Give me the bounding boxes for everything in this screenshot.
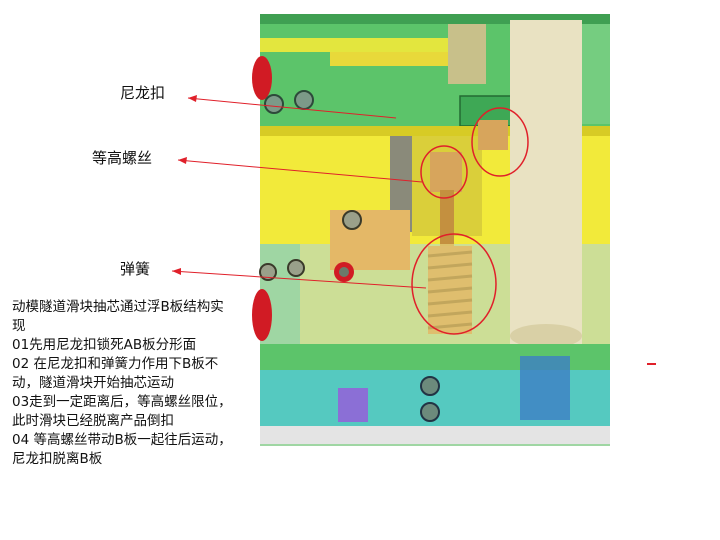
description-line: 03走到一定距离后，等高螺丝限位，此时滑块已经脱离产品倒扣: [12, 394, 232, 429]
red-dash-mark: [647, 363, 656, 365]
arrow-shoulder-screw: [177, 159, 423, 183]
description-line: 02 在尼龙扣和弹簧力作用下B板不动，隧道滑块开始抽芯运动: [12, 356, 219, 391]
description-line: 动模隧道滑块抽芯通过浮B板结构实现: [12, 299, 224, 334]
callout-spring: 弹簧: [120, 260, 151, 278]
arrow-nylon-buckle: [187, 97, 397, 119]
callout-nylon-buckle: 尼龙扣: [120, 84, 166, 102]
arrow-spring: [171, 270, 427, 289]
highlight-spring: [411, 233, 497, 335]
description-text: 动模隧道滑块抽芯通过浮B板结构实现 01先用尼龙扣锁死AB板分形面 02 在尼龙…: [12, 298, 234, 469]
description-line: 01先用尼龙扣锁死AB板分形面: [12, 337, 197, 353]
highlight-shoulder-screw: [420, 145, 468, 199]
callout-shoulder-screw: 等高螺丝: [92, 149, 153, 167]
highlight-nylon-buckle: [471, 107, 529, 177]
description-line: 04 等高螺丝带动B板一起往后运动，尼龙扣脱离B板: [12, 432, 232, 467]
